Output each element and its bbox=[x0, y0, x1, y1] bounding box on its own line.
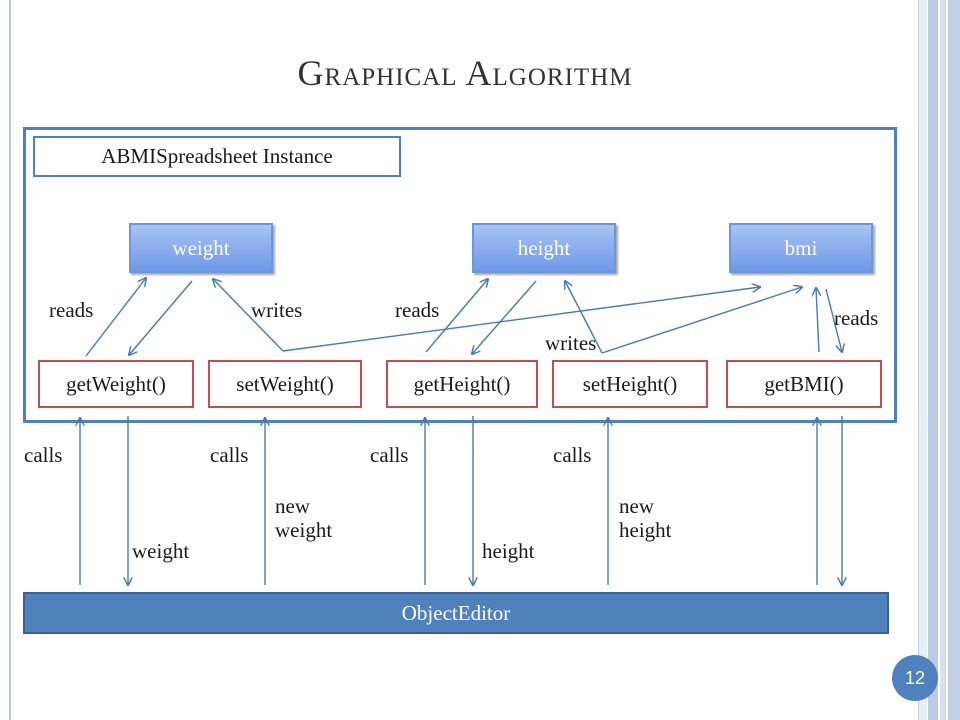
label-calls: calls bbox=[553, 443, 592, 467]
arrow-setheight-to-bmi bbox=[601, 287, 802, 354]
method-set-height: setHeight() bbox=[552, 360, 708, 408]
label-calls: calls bbox=[210, 443, 249, 467]
arrow-getheight-reads bbox=[425, 279, 488, 353]
field-height: height bbox=[472, 223, 616, 273]
right-border-stripe bbox=[948, 0, 960, 720]
field-weight: weight bbox=[129, 223, 273, 273]
label-return-weight: weight bbox=[132, 539, 190, 563]
label-new-weight-line2: weight bbox=[275, 518, 333, 542]
label-new-height-line2: height bbox=[619, 518, 672, 542]
label-writes-height: writes bbox=[545, 331, 597, 355]
method-get-bmi: getBMI() bbox=[726, 360, 882, 408]
label-writes-weight: writes bbox=[251, 298, 303, 322]
label-return-height: height bbox=[482, 539, 535, 563]
instance-frame bbox=[23, 127, 897, 423]
label-calls: calls bbox=[24, 443, 63, 467]
arrow-getweight-reads bbox=[85, 278, 146, 357]
arrow-setheight-writes bbox=[565, 281, 603, 354]
label-new-height-line1: new bbox=[619, 494, 654, 518]
label-reads-bmi: reads bbox=[834, 306, 879, 330]
arrow-setweight-writes bbox=[213, 279, 284, 352]
right-border-stripe bbox=[940, 0, 946, 720]
object-editor-bar: ObjectEditor bbox=[23, 592, 889, 634]
arrow-height-to-getheight bbox=[472, 280, 537, 354]
arrow-weight-to-getweight bbox=[129, 280, 193, 355]
arrow-getbmi-reads bbox=[816, 288, 819, 353]
label-new-weight-line1: new bbox=[275, 494, 310, 518]
label-reads-weight: reads bbox=[49, 298, 94, 322]
slide-number-badge: 12 bbox=[892, 655, 938, 701]
method-get-height: getHeight() bbox=[386, 360, 538, 408]
method-get-weight: getWeight() bbox=[38, 360, 194, 408]
left-rule bbox=[9, 0, 11, 720]
method-set-weight: setWeight() bbox=[208, 360, 362, 408]
right-border-stripe bbox=[918, 0, 927, 720]
label-calls: calls bbox=[370, 443, 409, 467]
field-bmi: bmi bbox=[729, 223, 873, 273]
slide-title: Graphical Algorithm bbox=[297, 53, 633, 93]
right-border-stripe bbox=[928, 0, 938, 720]
instance-label: ABMISpreadsheet Instance bbox=[33, 136, 401, 177]
arrow-bmi-to-getbmi bbox=[825, 288, 842, 352]
label-reads-height: reads bbox=[395, 298, 440, 322]
arrow-setweight-to-bmi bbox=[282, 287, 760, 352]
